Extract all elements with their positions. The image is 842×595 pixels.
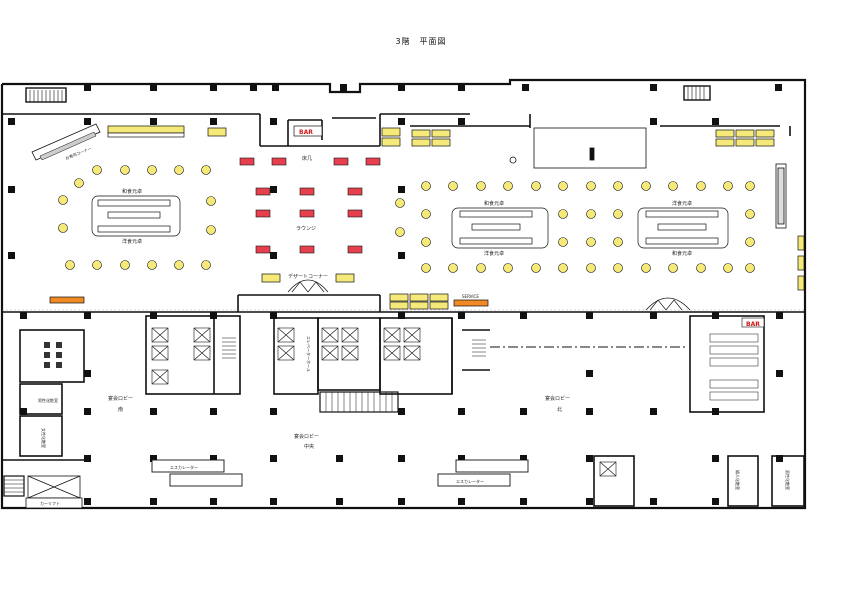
buffet-counters [107, 125, 805, 310]
lounge-tables [239, 157, 381, 254]
bar-right-label: BAR [746, 321, 760, 328]
stair-left [222, 337, 236, 359]
lobby-north-label: 宴会ロビー [545, 395, 570, 402]
japanese-table-center-label: 和食元卓 [484, 200, 504, 207]
page-title: 3階 平面図 [395, 37, 447, 46]
bar-top-label: BAR [299, 129, 313, 136]
restroom-fixtures [44, 342, 62, 368]
stair-right [472, 339, 486, 357]
bar-right-seats [709, 333, 759, 401]
lobby-south-label: 宴会ロビー [108, 395, 133, 402]
western-table-center-label: 洋食元卓 [484, 250, 504, 257]
japanese-table-right-label: 和食元卓 [672, 250, 692, 257]
elevators [151, 327, 617, 477]
orange-counters [49, 296, 489, 307]
counter-label: 床几 [302, 155, 312, 162]
lower-walls [1, 315, 805, 508]
escalator-left-label: エスカレーター [170, 464, 198, 470]
escalator-right [437, 459, 529, 487]
columns [8, 84, 783, 505]
japanese-table-left-label: 和食元卓 [122, 188, 142, 195]
western-table-right-label: 洋食元卓 [672, 200, 692, 207]
sushi-counter: お寿司コーナー [31, 123, 101, 161]
round-tables [58, 165, 755, 273]
bar-right: BAR [741, 317, 765, 328]
stair-bottom-left [3, 475, 25, 497]
equipment-block [509, 127, 787, 229]
service-label: SERVICE [462, 294, 479, 299]
stair-top-left [25, 87, 67, 103]
room-small-label: 女性化粧室 [41, 428, 47, 448]
lobby-north-sub-label: 北 [557, 406, 562, 413]
western-table-left-label: 洋食元卓 [122, 238, 142, 245]
buffet-island-left [91, 195, 181, 237]
outer-walls [0, 78, 807, 510]
buffet-island-center [451, 207, 549, 249]
buffet-island-right [637, 207, 729, 249]
lobby-center-label: 宴会ロビー [294, 433, 319, 440]
lobby-south-sub-label: 南 [118, 406, 123, 413]
elevator-hall-label: エレベーターホール [306, 336, 312, 372]
toilet-room-label: 男性化粧室 [38, 397, 58, 403]
car-lift-label: カーリフト [40, 501, 60, 506]
escalator-right-label: エスカレーター [456, 478, 484, 484]
room-right-2-label: 男性化粧室 [785, 470, 791, 490]
bar-top: BAR [293, 125, 323, 137]
car-lift [25, 475, 83, 509]
inner-walls [1, 113, 805, 313]
room-right-1-label: 婦人化粧室 [735, 470, 741, 490]
stair-center [319, 391, 399, 413]
stair-top-right [683, 85, 711, 101]
lobby-center-sub-label: 中央 [304, 443, 314, 450]
dessert-corner-label: デザートコーナー [288, 273, 328, 280]
lounge-label: ラウンジ [296, 225, 316, 232]
escalator-left [151, 459, 243, 487]
